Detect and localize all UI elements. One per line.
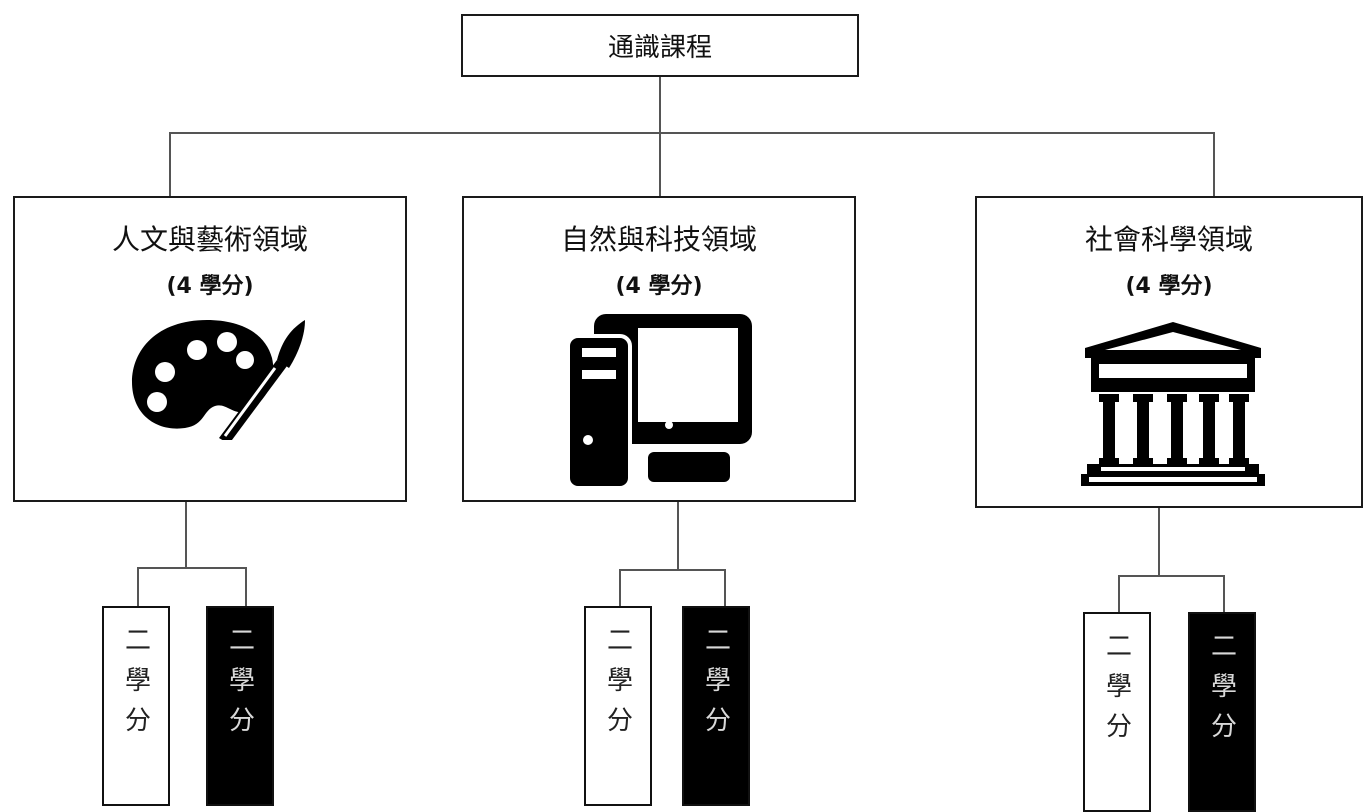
domain-humanities-arts: 人文與藝術領域 (4 學分) [13,196,407,502]
connector-d1-left [137,567,139,607]
connector-d1-down [185,502,187,569]
root-node: 通識課程 [461,14,859,77]
connector-d3-left [1118,575,1120,613]
domain-title: 自然與科技領域 [560,223,757,256]
credit-tile-humanities-1: 二學分 [102,606,170,806]
computer-icon [568,314,752,488]
palette-icon [132,320,305,440]
connector-d2-right [724,569,726,607]
tile-label: 二學分 [700,626,731,746]
connector-left-down [169,132,171,198]
root-label: 通識課程 [607,33,712,63]
connector-d2-down [677,502,679,570]
tile-label: 二學分 [1206,632,1237,752]
temple-icon [1081,322,1265,486]
tile-label: 二學分 [602,626,633,746]
domain-title: 人文與藝術領域 [111,223,308,256]
credit-tile-social-2: 二學分 [1188,612,1256,812]
connector-d3-down [1158,508,1160,576]
domain-credits: (4 學分) [1125,274,1213,299]
credit-tile-social-1: 二學分 [1083,612,1151,812]
connector-d1-bar [137,567,247,569]
tile-label: 二學分 [120,626,151,746]
domain-credits: (4 學分) [615,274,703,299]
connector-right-down [1213,132,1215,198]
domain-title: 社會科學領域 [1084,223,1253,256]
connector-d3-bar [1118,575,1225,577]
domain-science-technology: 自然與科技領域 (4 學分) [462,196,856,502]
connector-horizontal [169,132,1215,134]
connector-d1-right [245,567,247,607]
credit-tile-science-2: 二學分 [682,606,750,806]
connector-d3-right [1223,575,1225,613]
domain-credits: (4 學分) [166,274,254,299]
credit-tile-science-1: 二學分 [584,606,652,806]
tile-label: 二學分 [224,626,255,746]
credit-tile-humanities-2: 二學分 [206,606,274,806]
domain-social-sciences: 社會科學領域 (4 學分) [975,196,1363,508]
tile-label: 二學分 [1101,632,1132,752]
connector-root-down [659,77,661,197]
connector-d2-bar [619,569,726,571]
connector-d2-left [619,569,621,607]
